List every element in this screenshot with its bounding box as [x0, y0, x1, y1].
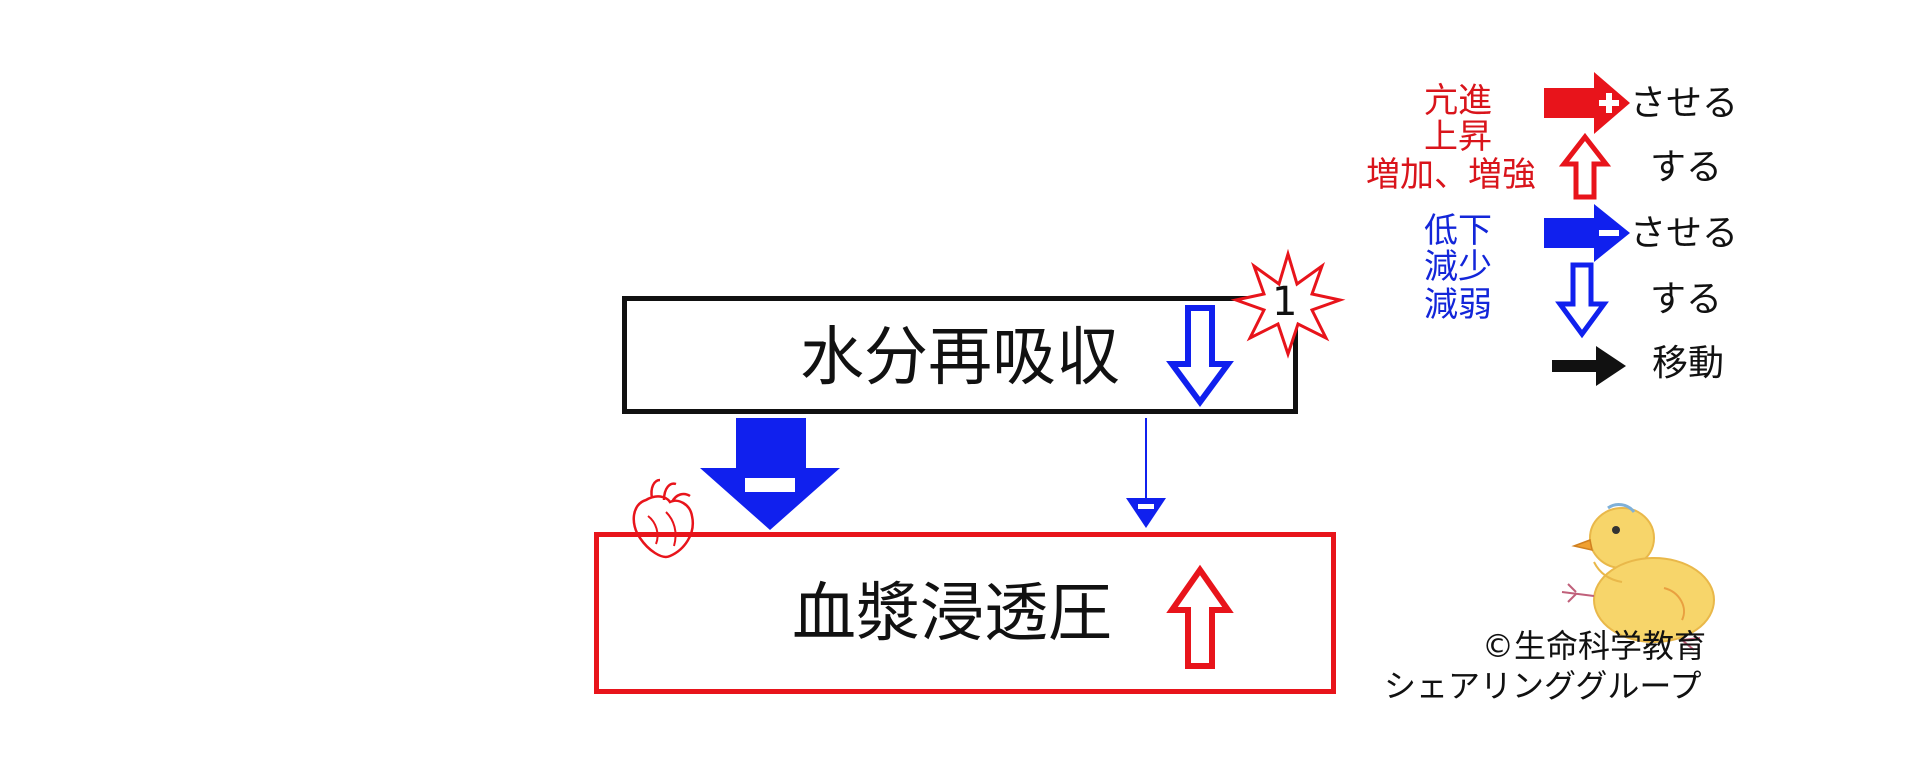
legend-cause-label-2: させる: [1630, 213, 1739, 254]
credit-line-2: シェアリンググループ: [1384, 667, 1702, 705]
legend-decrease-line-3: 減弱: [1424, 285, 1492, 325]
inhibit-arrow-thin: [1126, 418, 1166, 528]
legend-state-label: する: [1650, 147, 1723, 188]
plasma-osmotic-pressure-label: 血漿浸透圧: [792, 577, 1112, 651]
legend-state-label-2: する: [1650, 279, 1723, 320]
legend-cause-label: させる: [1630, 83, 1739, 124]
water-reabsorption-box: [622, 296, 1298, 414]
legend-move-label: 移動: [1652, 343, 1725, 384]
badge-number: 1: [1272, 279, 1298, 325]
move-arrow-icon: [1552, 346, 1626, 386]
promote-arrow-icon: [1544, 72, 1630, 134]
inhibit-arrow-large: [700, 418, 840, 530]
legend-decrease-arrow-icon: [1555, 262, 1609, 339]
legend-increase-line-1: 亢進: [1424, 81, 1492, 121]
chick-mascot: [1561, 503, 1715, 651]
decrease-arrow-icon: [1166, 305, 1234, 408]
legend-increase-arrow-icon: [1558, 132, 1612, 200]
legend-decrease-line-1: 低下: [1424, 211, 1492, 251]
plasma-osmotic-pressure-box: [594, 532, 1336, 694]
credit-line-1: ©生命科学教育: [1482, 627, 1707, 665]
starburst-badge: [1230, 248, 1346, 359]
increase-arrow-icon: [1166, 564, 1234, 669]
legend-decrease-line-2: 減少: [1424, 247, 1492, 287]
legend-increase-line-2: 上昇: [1424, 117, 1492, 157]
inhibit-arrow-icon: [1544, 204, 1630, 262]
legend-increase-line-3: 増加、増強: [1366, 155, 1536, 195]
water-reabsorption-label: 水分再吸収: [800, 321, 1120, 395]
